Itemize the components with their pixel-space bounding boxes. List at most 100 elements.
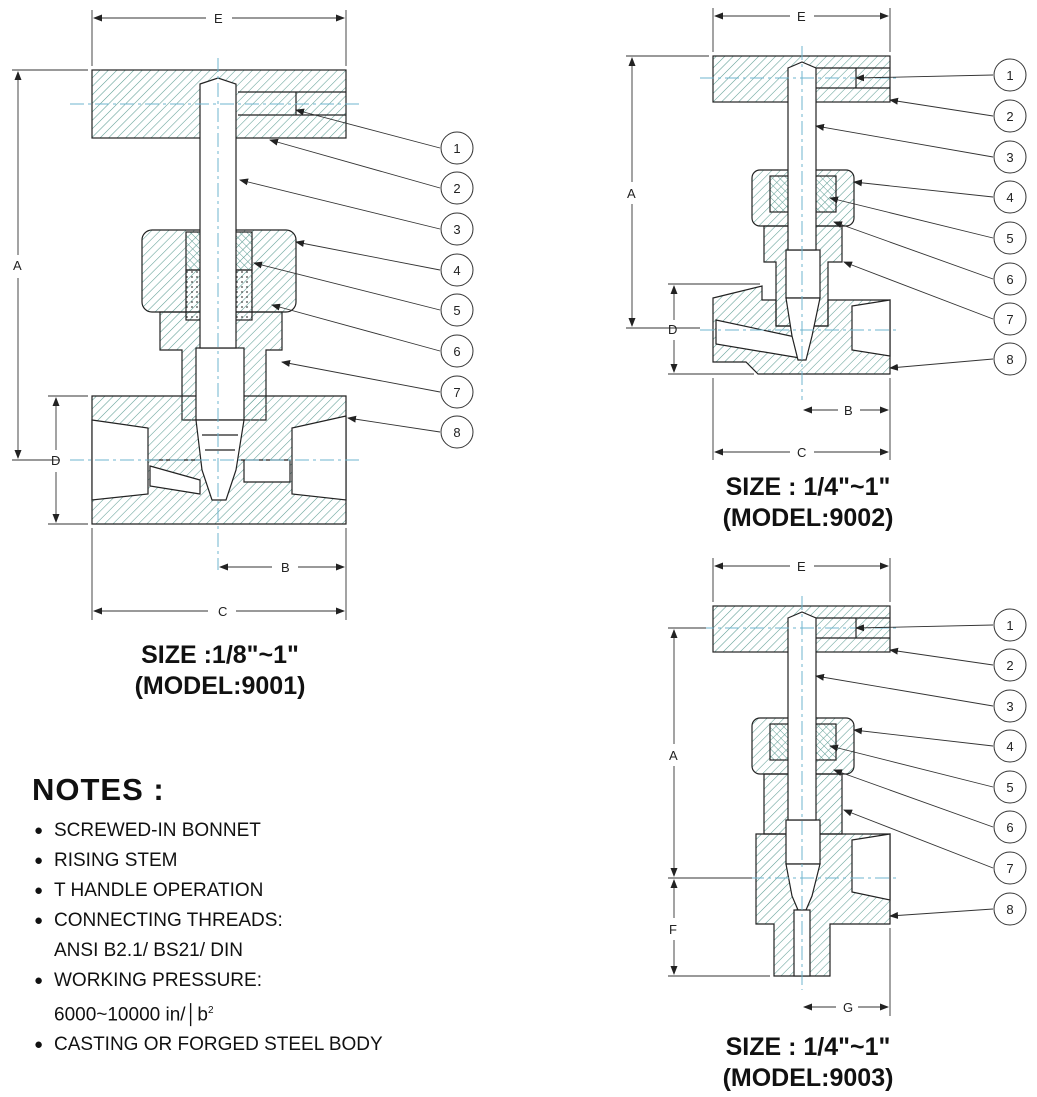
- dimension-labels-9003: E A F G: [669, 559, 853, 1015]
- dim-label-c: C: [797, 445, 806, 460]
- notes-section: NOTES : SCREWED-IN BONNET RISING STEM T …: [32, 772, 472, 1060]
- note-item: T HANDLE OPERATION: [32, 876, 472, 906]
- svg-text:4: 4: [453, 263, 460, 278]
- callout-1: 1: [440, 131, 474, 165]
- caption-size: SIZE :1/8"~1": [141, 641, 299, 669]
- dimensions-9002: [626, 8, 891, 460]
- callout-3: 3: [993, 140, 1027, 174]
- svg-text:3: 3: [453, 222, 460, 237]
- notes-list: SCREWED-IN BONNET RISING STEM T HANDLE O…: [32, 816, 472, 1060]
- notes-title: NOTES :: [32, 772, 165, 807]
- callout-2: 2: [993, 99, 1027, 133]
- svg-text:6: 6: [1006, 272, 1013, 287]
- callout-2: 2: [440, 171, 474, 205]
- dim-label-e: E: [214, 11, 223, 26]
- dimension-labels-9002: E A D B C: [627, 9, 853, 460]
- callout-3: 3: [440, 212, 474, 246]
- dimensions-9003: [668, 558, 891, 1016]
- svg-text:7: 7: [1006, 312, 1013, 327]
- dim-label-d: D: [668, 322, 677, 337]
- callout-6: 6: [440, 334, 474, 368]
- callouts-9003: 1 2 3 4 5 6 7 8: [993, 608, 1027, 926]
- dimensions-9001: [12, 10, 347, 620]
- dim-label-a: A: [627, 186, 636, 201]
- centerlines-9001: [70, 58, 360, 570]
- callout-2: 2: [993, 648, 1027, 682]
- caption-model: (MODEL:9003): [722, 1064, 894, 1092]
- dim-label-b: B: [281, 560, 290, 575]
- callout-4: 4: [440, 253, 474, 287]
- note-item: ANSI B2.1/ BS21/ DIN: [54, 940, 244, 961]
- valve-drawing-9001: [91, 69, 347, 525]
- svg-text:4: 4: [1006, 739, 1013, 754]
- callout-1: 1: [993, 608, 1027, 642]
- caption-model-9003: SIZE : 1/4"~1" (MODEL:9003): [648, 1032, 968, 1094]
- caption-model: (MODEL:9001): [134, 672, 306, 700]
- leaders-9003: [815, 624, 994, 919]
- svg-text:5: 5: [1006, 780, 1013, 795]
- note-item: WORKING PRESSURE:: [32, 966, 472, 996]
- svg-text:8: 8: [453, 425, 460, 440]
- svg-text:3: 3: [1006, 150, 1013, 165]
- callout-8: 8: [440, 415, 474, 449]
- svg-text:6: 6: [1006, 820, 1013, 835]
- dimension-labels-9001: E A D B C: [13, 11, 290, 619]
- centerlines-9002: [700, 46, 900, 400]
- svg-text:2: 2: [1006, 109, 1013, 124]
- dim-label-b: B: [844, 403, 853, 418]
- svg-text:1: 1: [1006, 618, 1013, 633]
- leaders-9002: [815, 74, 994, 371]
- svg-text:1: 1: [1006, 68, 1013, 83]
- svg-text:6: 6: [453, 344, 460, 359]
- callout-5: 5: [440, 293, 474, 327]
- svg-text:7: 7: [453, 385, 460, 400]
- callouts-9001: 1 2 3 4 5 6 7 8: [440, 131, 474, 449]
- note-item: CONNECTING THREADS:: [32, 906, 472, 936]
- svg-text:3: 3: [1006, 699, 1013, 714]
- callout-4: 4: [993, 180, 1027, 214]
- note-item-pressure: 6000~10000 in/│b2: [32, 996, 472, 1030]
- note-pressure-suffix: b: [197, 1004, 208, 1026]
- callout-6: 6: [993, 262, 1027, 296]
- svg-text:2: 2: [453, 181, 460, 196]
- dim-label-a: A: [669, 748, 678, 763]
- note-item: RISING STEM: [32, 846, 472, 876]
- svg-text:5: 5: [453, 303, 460, 318]
- svg-text:8: 8: [1006, 352, 1013, 367]
- caption-model-9001: SIZE :1/8"~1" (MODEL:9001): [60, 640, 380, 702]
- callout-5: 5: [993, 770, 1027, 804]
- callout-1: 1: [993, 58, 1027, 92]
- callout-7: 7: [993, 851, 1027, 885]
- note-item: CASTING OR FORGED STEEL BODY: [32, 1030, 472, 1060]
- dim-label-f: F: [669, 922, 677, 937]
- caption-size: SIZE : 1/4"~1": [725, 1033, 891, 1061]
- svg-text:7: 7: [1006, 861, 1013, 876]
- callout-6: 6: [993, 810, 1027, 844]
- dim-label-c: C: [218, 604, 227, 619]
- note-pressure-pipe: │: [185, 1004, 198, 1026]
- dim-label-d: D: [51, 453, 60, 468]
- leaders-9001: [239, 108, 441, 433]
- caption-model-9002: SIZE : 1/4"~1" (MODEL:9002): [648, 472, 968, 534]
- svg-text:5: 5: [1006, 231, 1013, 246]
- dim-label-a: A: [13, 258, 22, 273]
- callout-8: 8: [993, 892, 1027, 926]
- callouts-9002: 1 2 3 4 5 6 7 8: [993, 58, 1027, 376]
- callout-3: 3: [993, 689, 1027, 723]
- caption-model: (MODEL:9002): [722, 504, 894, 532]
- valve-drawing-9003: [712, 605, 891, 977]
- note-pressure-sup: 2: [208, 1005, 214, 1016]
- svg-text:2: 2: [1006, 658, 1013, 673]
- callout-7: 7: [440, 375, 474, 409]
- svg-text:4: 4: [1006, 190, 1013, 205]
- callout-5: 5: [993, 221, 1027, 255]
- svg-text:8: 8: [1006, 902, 1013, 917]
- callout-7: 7: [993, 302, 1027, 336]
- dim-label-e: E: [797, 559, 806, 574]
- note-pressure-text: 6000~10000 in/: [54, 1004, 186, 1026]
- note-item: SCREWED-IN BONNET: [32, 816, 472, 846]
- callout-8: 8: [993, 342, 1027, 376]
- dim-label-g: G: [843, 1000, 853, 1015]
- caption-size: SIZE : 1/4"~1": [725, 473, 891, 501]
